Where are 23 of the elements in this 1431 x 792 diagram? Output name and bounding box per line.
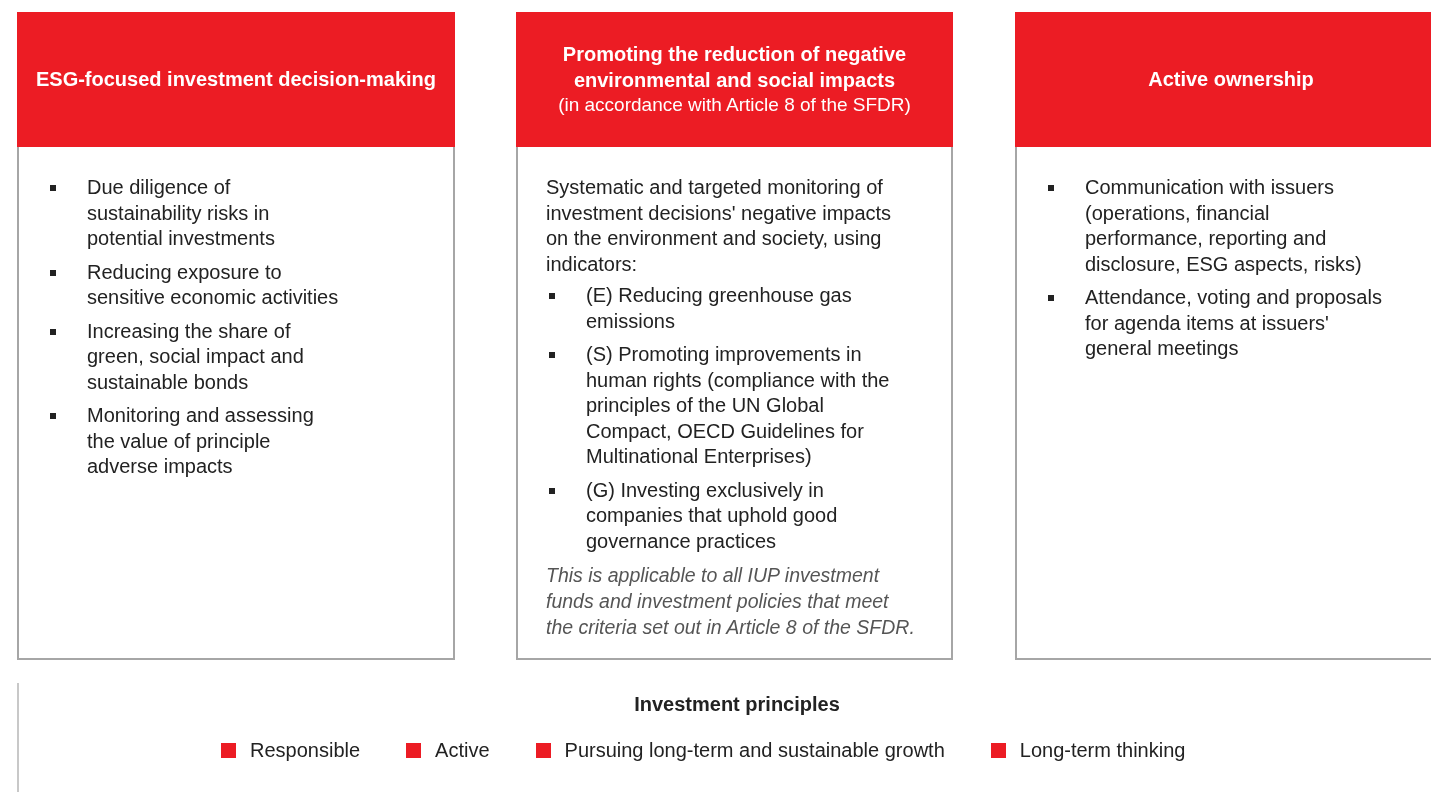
principle-text: Responsible — [250, 738, 361, 762]
card-title: Promoting the reduction of negative environmental and social impacts — [561, 42, 908, 93]
card-title: ESG-focused investment decision-making — [35, 66, 437, 92]
principle-text: Active — [435, 738, 490, 762]
principle-text: Pursuing long-term and sustainable growth — [564, 738, 945, 762]
bullet-text: (S) Promoting improvements in human rights (compliance with the principles of the UN Global Compact, OECD Guidelines for Multinational Enterprises) — [586, 342, 891, 469]
bullet-text: (G) Investing exclusively in companies that uphold good governance practices — [586, 477, 839, 554]
bullet-text: Monitoring and assessing the value of principle adverse impacts — [87, 404, 314, 477]
content-card — [17, 12, 455, 660]
bullet-text: Increasing the share of green, social impact and sustainable bonds — [87, 319, 304, 393]
content-card — [1015, 12, 1431, 660]
bullet-text: Due diligence of sustainability risks in potential investments — [87, 176, 275, 249]
bullet-text: Reducing exposure to sensitive economic activities — [87, 260, 339, 308]
bullet-text: Attendance, voting and proposals for agenda items at issuers' general meetings — [1085, 286, 1382, 359]
panel-title: Investment principles — [633, 692, 841, 716]
bullet-text: Communication with issuers (operations, financial performance, reporting and disclosure, ESG aspects, risks) — [1085, 176, 1362, 275]
note-text: This is applicable to all IUP investment funds and investment policies that meet the criteria set out in Article 8 of the SFDR. — [546, 563, 916, 640]
card-title: Active ownership — [1148, 66, 1314, 92]
bullet-text: (E) Reducing greenhouse gas emissions — [586, 283, 853, 334]
intro-text: Systematic and targeted monitoring of investment decisions' negative impacts on the environment and society, using indicators: — [546, 175, 893, 277]
principle-text: Long-term thinking — [1019, 738, 1186, 762]
card-subtitle: (in accordance with Article 8 of the SFDR) — [558, 93, 911, 117]
content-card — [516, 12, 953, 660]
